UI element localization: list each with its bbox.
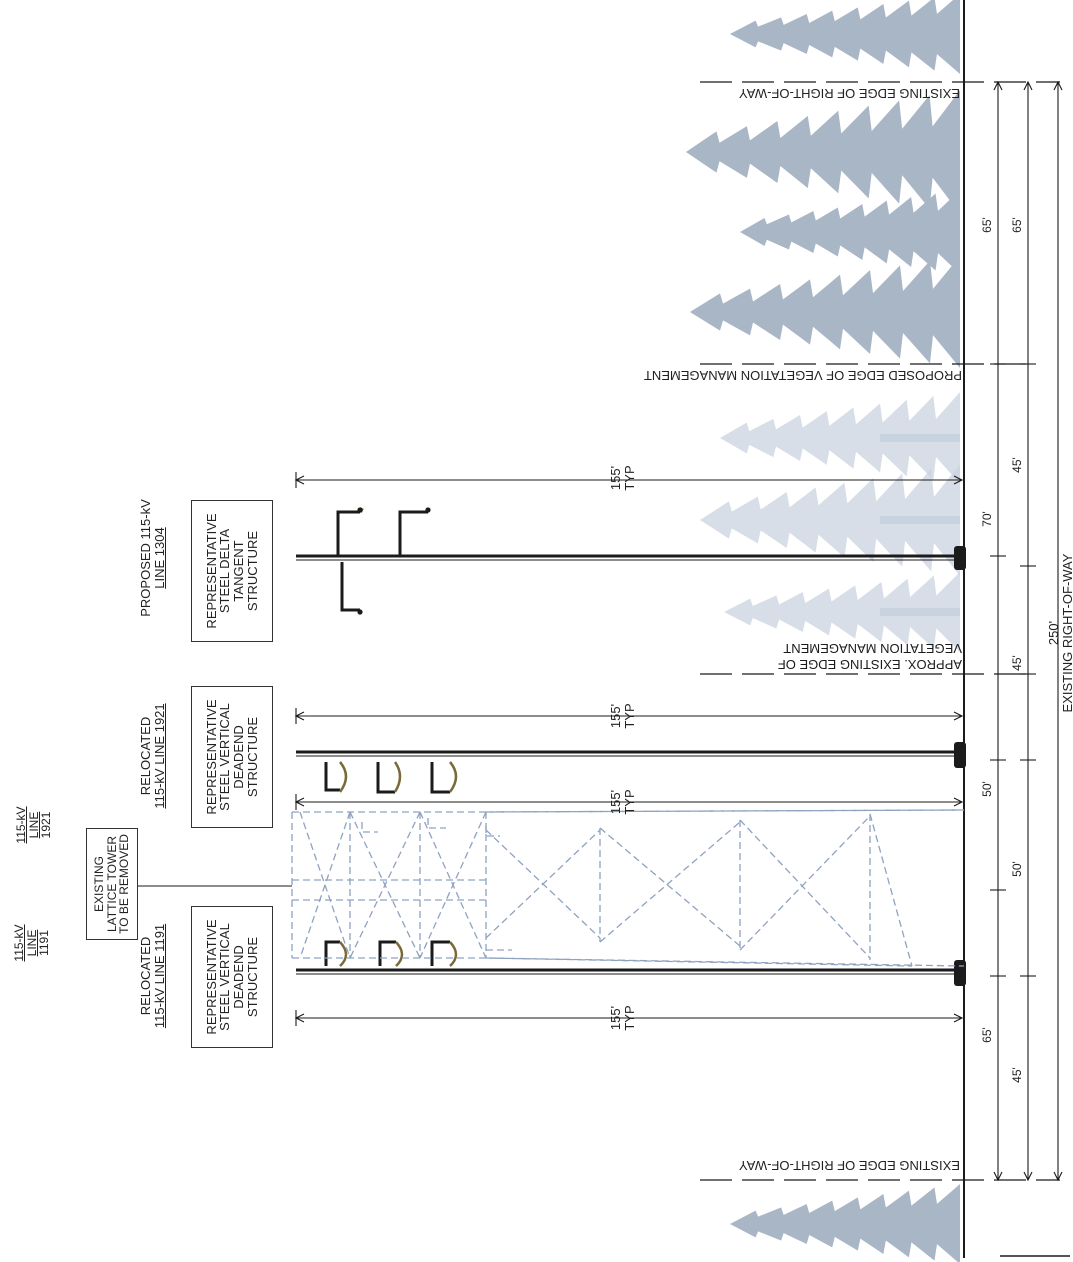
- height-label-lattice-a: 155': [608, 789, 623, 815]
- tree-trunk-2: [880, 148, 960, 156]
- box-relocated-1921-l1: REPRESENTATIVE: [203, 699, 219, 815]
- tree-7: [724, 572, 960, 652]
- dim-row1-d: 65': [980, 1027, 994, 1043]
- height-label-1304-b: TYP: [621, 465, 637, 491]
- tree-6: [700, 464, 960, 576]
- height-label-1921-b: TYP: [621, 703, 637, 729]
- title-relocated-1191-line1: RELOCATED: [138, 936, 153, 1016]
- dim-row2-b: 45': [1010, 457, 1024, 473]
- height-label-1191-a: 155': [608, 1005, 623, 1031]
- box-relocated-1191-l2: STEEL VERTICAL: [217, 923, 233, 1031]
- title-proposed-1304-line1: PROPOSED 115-kV: [138, 499, 153, 617]
- box-relocated-1191-l3: DEADEND: [231, 945, 246, 1009]
- title-relocated-1191-line2: 115-kV LINE 1191: [151, 923, 167, 1029]
- height-label-1921: 155' TYP: [608, 695, 645, 737]
- box-proposed-1304-l4: STRUCTURE: [244, 530, 260, 612]
- tree-trunk-3: [880, 228, 960, 236]
- title-proposed-1304-line2: LINE 1304: [151, 527, 167, 589]
- tree-trunk-6: [880, 516, 960, 524]
- label-line-1191: 115-kV LINE 1191: [12, 913, 63, 973]
- tree-4: [690, 256, 960, 368]
- tree-trunk-1: [880, 30, 960, 38]
- dim-total-label: EXISTING RIGHT-OF-WAY: [1059, 553, 1073, 713]
- height-label-lattice-b: TYP: [621, 789, 637, 815]
- box-relocated-1921-l4: STRUCTURE: [244, 716, 260, 798]
- label-line-1921: 115-kV LINE 1921: [14, 795, 65, 855]
- dim-total: 250' EXISTING RIGHT-OF-WAY: [1046, 533, 1073, 733]
- tree-trunk-5: [880, 434, 960, 442]
- dim-row1-c: 50': [980, 781, 994, 797]
- dim-row2-d: 50': [1010, 861, 1024, 877]
- box-proposed-1304-l3: TANGENT: [231, 540, 246, 602]
- existing-row-edge-top-label: EXISTING EDGE OF RIGHT-OF-WAY: [738, 86, 960, 101]
- tree-5: [720, 392, 960, 484]
- title-relocated-1921: RELOCATED 115-kV LINE 1921: [138, 681, 175, 831]
- box-proposed-1304: REPRESENTATIVE STEEL DELTA TANGENT STRUC…: [191, 500, 273, 642]
- box-relocated-1921: REPRESENTATIVE STEEL VERTICAL DEADEND ST…: [191, 686, 273, 828]
- approx-veg-edge-label-1: APPROX. EXISTING EDGE OF: [777, 657, 962, 672]
- proposed-veg-edge-label: PROPOSED EDGE OF VEGETATION MANAGEMENT: [643, 368, 962, 383]
- title-relocated-1921-line2: 115-kV LINE 1921: [151, 703, 167, 809]
- tree-2: [686, 90, 960, 214]
- height-label-1921-a: 155': [608, 703, 623, 729]
- tree-trunk-4: [880, 308, 960, 316]
- height-dimensions: [294, 472, 964, 1026]
- label-line-1191-a: 115-kV: [12, 924, 26, 962]
- dim-total-value: 250': [1046, 620, 1061, 646]
- tree-trunk-7: [880, 608, 960, 616]
- height-label-1191-b: TYP: [621, 1005, 637, 1031]
- approx-veg-edge-label-2: VEGETATION MANAGEMENT: [783, 641, 962, 656]
- label-line-1191-c: 1191: [37, 930, 52, 956]
- lattice-tower: [291, 809, 965, 967]
- box-lattice-l3: TO BE REMOVED: [117, 834, 132, 934]
- box-proposed-1304-l1: REPRESENTATIVE: [203, 513, 219, 629]
- approx-veg-edge-label: APPROX. EXISTING EDGE OF VEGETATION MANA…: [748, 640, 962, 672]
- tree-1: [730, 0, 960, 74]
- width-dimensions: [990, 80, 1063, 1182]
- tree-3: [740, 190, 960, 274]
- dim-row1-a: 65': [980, 217, 994, 233]
- label-line-1921-a: 115-kV: [14, 806, 28, 844]
- height-label-lattice: 155' TYP: [608, 781, 645, 823]
- box-relocated-1921-l3: DEADEND: [231, 725, 246, 789]
- title-proposed-1304: PROPOSED 115-kV LINE 1304: [138, 483, 175, 633]
- box-relocated-1191-l1: REPRESENTATIVE: [203, 919, 219, 1035]
- box-lattice-tower: EXISTING LATTICE TOWER TO BE REMOVED: [86, 828, 138, 940]
- height-label-1304-a: 155': [608, 465, 623, 491]
- dim-row2-c: 45': [1010, 655, 1024, 671]
- label-line-1921-c: 1921: [39, 811, 54, 839]
- tree-trunk-8: [880, 1220, 960, 1228]
- box-proposed-1304-l2: STEEL DELTA: [217, 528, 233, 614]
- title-relocated-1921-line1: RELOCATED: [138, 716, 153, 796]
- dim-row2-e: 45': [1010, 1067, 1024, 1083]
- pole-1921: [296, 742, 966, 794]
- height-label-1191: 155' TYP: [608, 997, 645, 1039]
- existing-row-edge-bottom-label: EXISTING EDGE OF RIGHT-OF-WAY: [738, 1158, 960, 1173]
- box-lattice-l1: EXISTING: [92, 856, 107, 913]
- pole-1304: [268, 507, 966, 615]
- trees: [686, 0, 960, 1262]
- title-relocated-1191: RELOCATED 115-kV LINE 1191: [138, 901, 175, 1051]
- height-label-1304: 155' TYP: [608, 457, 645, 499]
- tree-8: [730, 1184, 960, 1262]
- box-relocated-1191-l4: STRUCTURE: [244, 936, 260, 1018]
- box-relocated-1921-l2: STEEL VERTICAL: [217, 703, 233, 811]
- box-relocated-1191: REPRESENTATIVE STEEL VERTICAL DEADEND ST…: [191, 906, 273, 1048]
- dim-row2-a: 65': [1010, 217, 1024, 233]
- dim-row1-b: 70': [980, 511, 994, 527]
